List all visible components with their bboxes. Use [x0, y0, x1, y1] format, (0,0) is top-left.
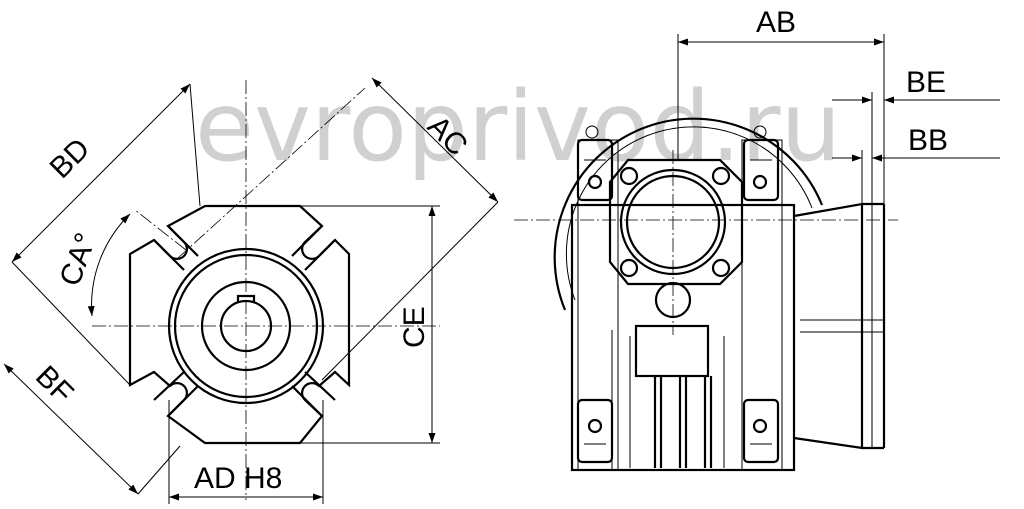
ca-label: CA° — [54, 229, 103, 291]
housing-body — [570, 203, 796, 472]
bd-label: BD — [44, 132, 97, 185]
ad-h8-label: AD H8 — [194, 462, 282, 495]
right-dimensions: AB BE BB — [677, 6, 1000, 204]
input-flange — [608, 158, 744, 286]
bb-label: BB — [908, 124, 948, 157]
be-label: BE — [906, 66, 946, 99]
watermark-text: evroprivod.ru — [195, 71, 841, 183]
ab-label: AB — [756, 6, 796, 39]
wheel-cover — [553, 117, 824, 311]
gearbox-side-view — [514, 117, 898, 472]
ce-label: CE — [398, 306, 431, 348]
bf-label: BF — [29, 360, 79, 410]
output-flange — [793, 202, 864, 450]
